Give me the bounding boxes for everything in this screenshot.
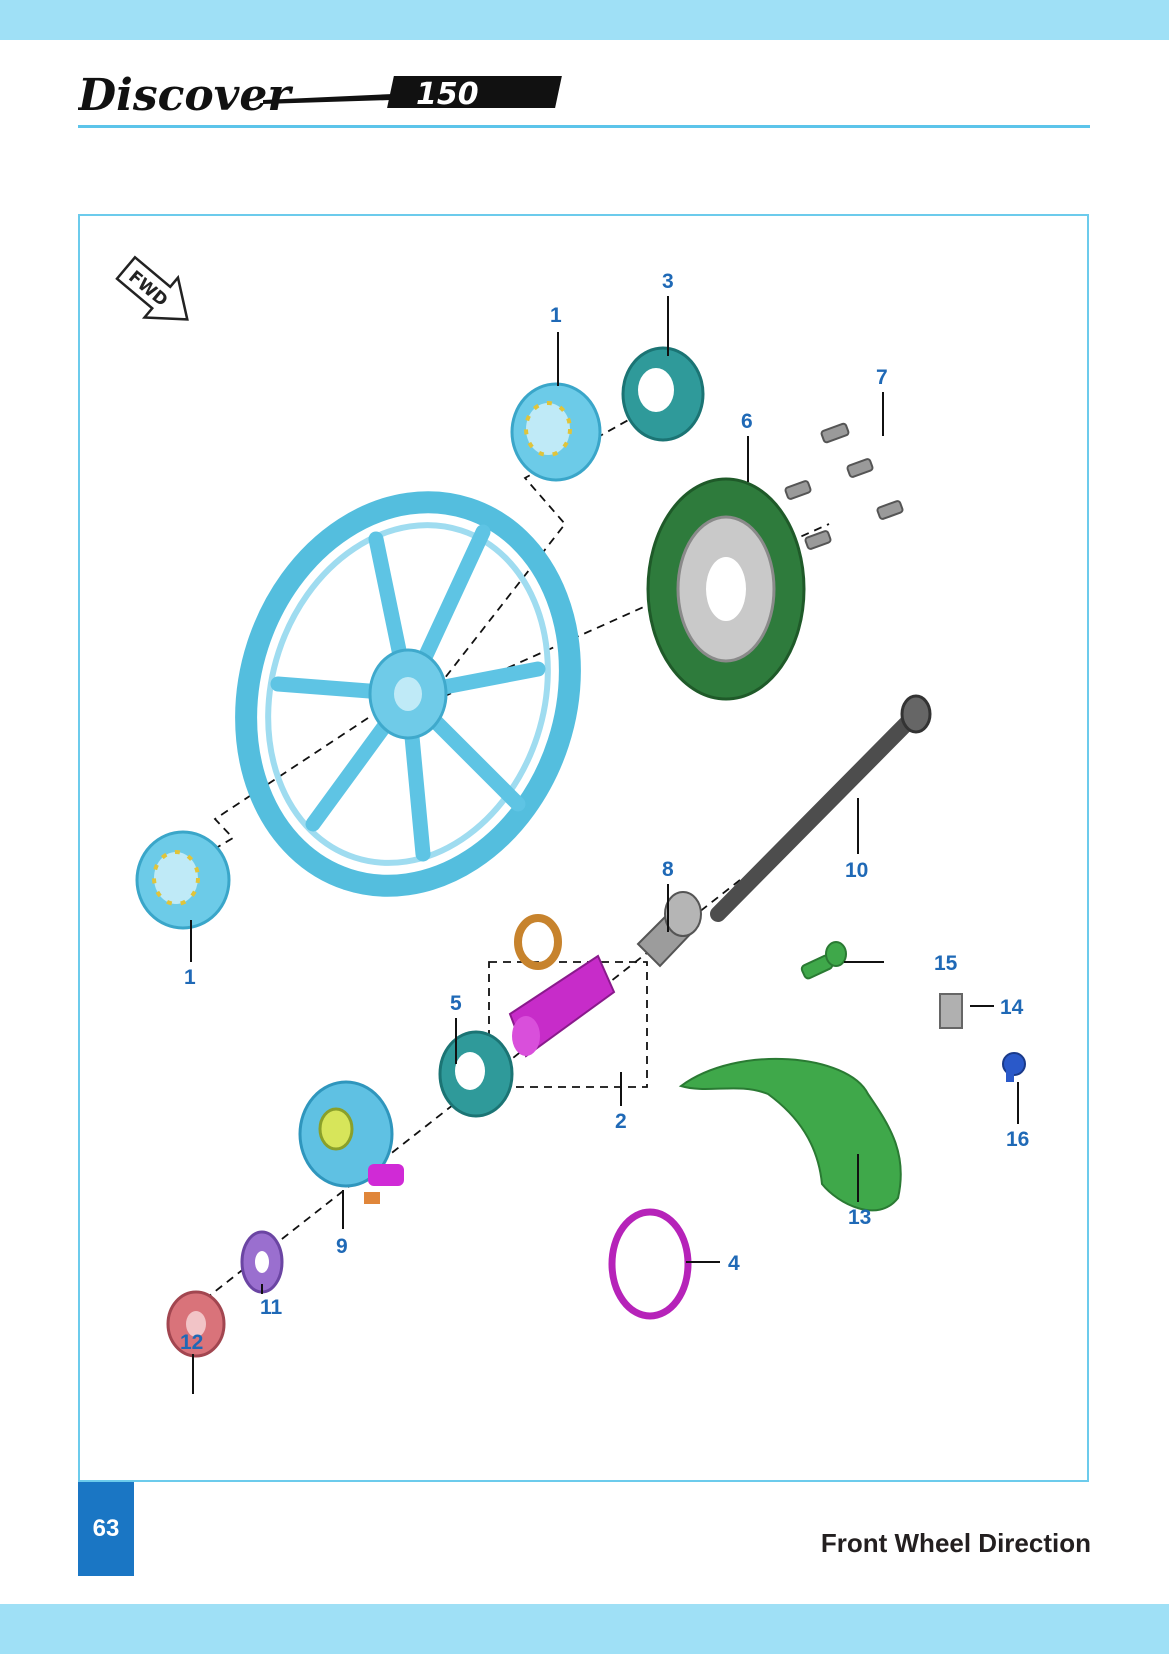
callout-1-left: 1: [184, 966, 196, 989]
exploded-parts-diagram: FWD: [115, 255, 1029, 1394]
brake-shoe-spring: [608, 1208, 692, 1320]
diagram-caption: Front Wheel Direction: [820, 1528, 1091, 1558]
diagram-frame: [78, 214, 1089, 1482]
callout-12: 12: [180, 1331, 203, 1354]
top-color-band: [0, 0, 1169, 40]
front-axle: [710, 694, 932, 922]
wheel-bearing-left: [135, 830, 231, 930]
oil-seal-left: [438, 1030, 514, 1118]
disc-mounting-bolts: [784, 422, 904, 550]
callout-1-top: 1: [550, 304, 562, 327]
oil-seal-right: [621, 346, 705, 442]
callout-3: 3: [662, 270, 674, 293]
callout-11: 11: [260, 1296, 283, 1319]
front-wheel-rim: [235, 491, 581, 897]
callout-6: 6: [741, 410, 753, 433]
callout-9: 9: [336, 1235, 348, 1258]
callout-2: 2: [615, 1110, 627, 1133]
mudguard-screw: [1002, 1052, 1026, 1082]
mudguard-bolt: [800, 941, 847, 980]
brand-wordmark: Discover: [78, 70, 293, 121]
logo-swoosh: [263, 94, 393, 104]
page-number-badge: 63: [78, 1482, 134, 1576]
axle-spacer: [636, 891, 702, 968]
wheel-bearing-top: [510, 382, 602, 482]
model-badge: [387, 76, 562, 108]
model-number: 150: [416, 77, 479, 112]
header-divider: [78, 125, 1090, 128]
callout-4: 4: [728, 1252, 740, 1275]
callout-7: 7: [876, 366, 888, 389]
bottom-color-band: [0, 1604, 1169, 1654]
callout-leader-lines: [190, 296, 1019, 1394]
callout-8: 8: [662, 858, 674, 881]
callout-16: 16: [1006, 1128, 1029, 1151]
callout-5: 5: [450, 992, 462, 1015]
discover-150-logo: Discover 150: [78, 70, 562, 121]
callout-15: 15: [934, 952, 958, 975]
fwd-arrow-icon: FWD: [115, 255, 189, 321]
front-mudguard-bracket: [678, 1057, 902, 1212]
speedometer-gearbox: [298, 1080, 404, 1204]
mudguard-clip: [939, 993, 963, 1029]
axle-nut: [166, 1290, 226, 1358]
callout-14: 14: [1000, 996, 1024, 1019]
callout-13: 13: [848, 1206, 871, 1229]
callout-10: 10: [845, 859, 868, 882]
axle-washer: [240, 1230, 284, 1294]
distance-collar: [508, 914, 616, 1058]
brake-disc: [646, 477, 806, 701]
